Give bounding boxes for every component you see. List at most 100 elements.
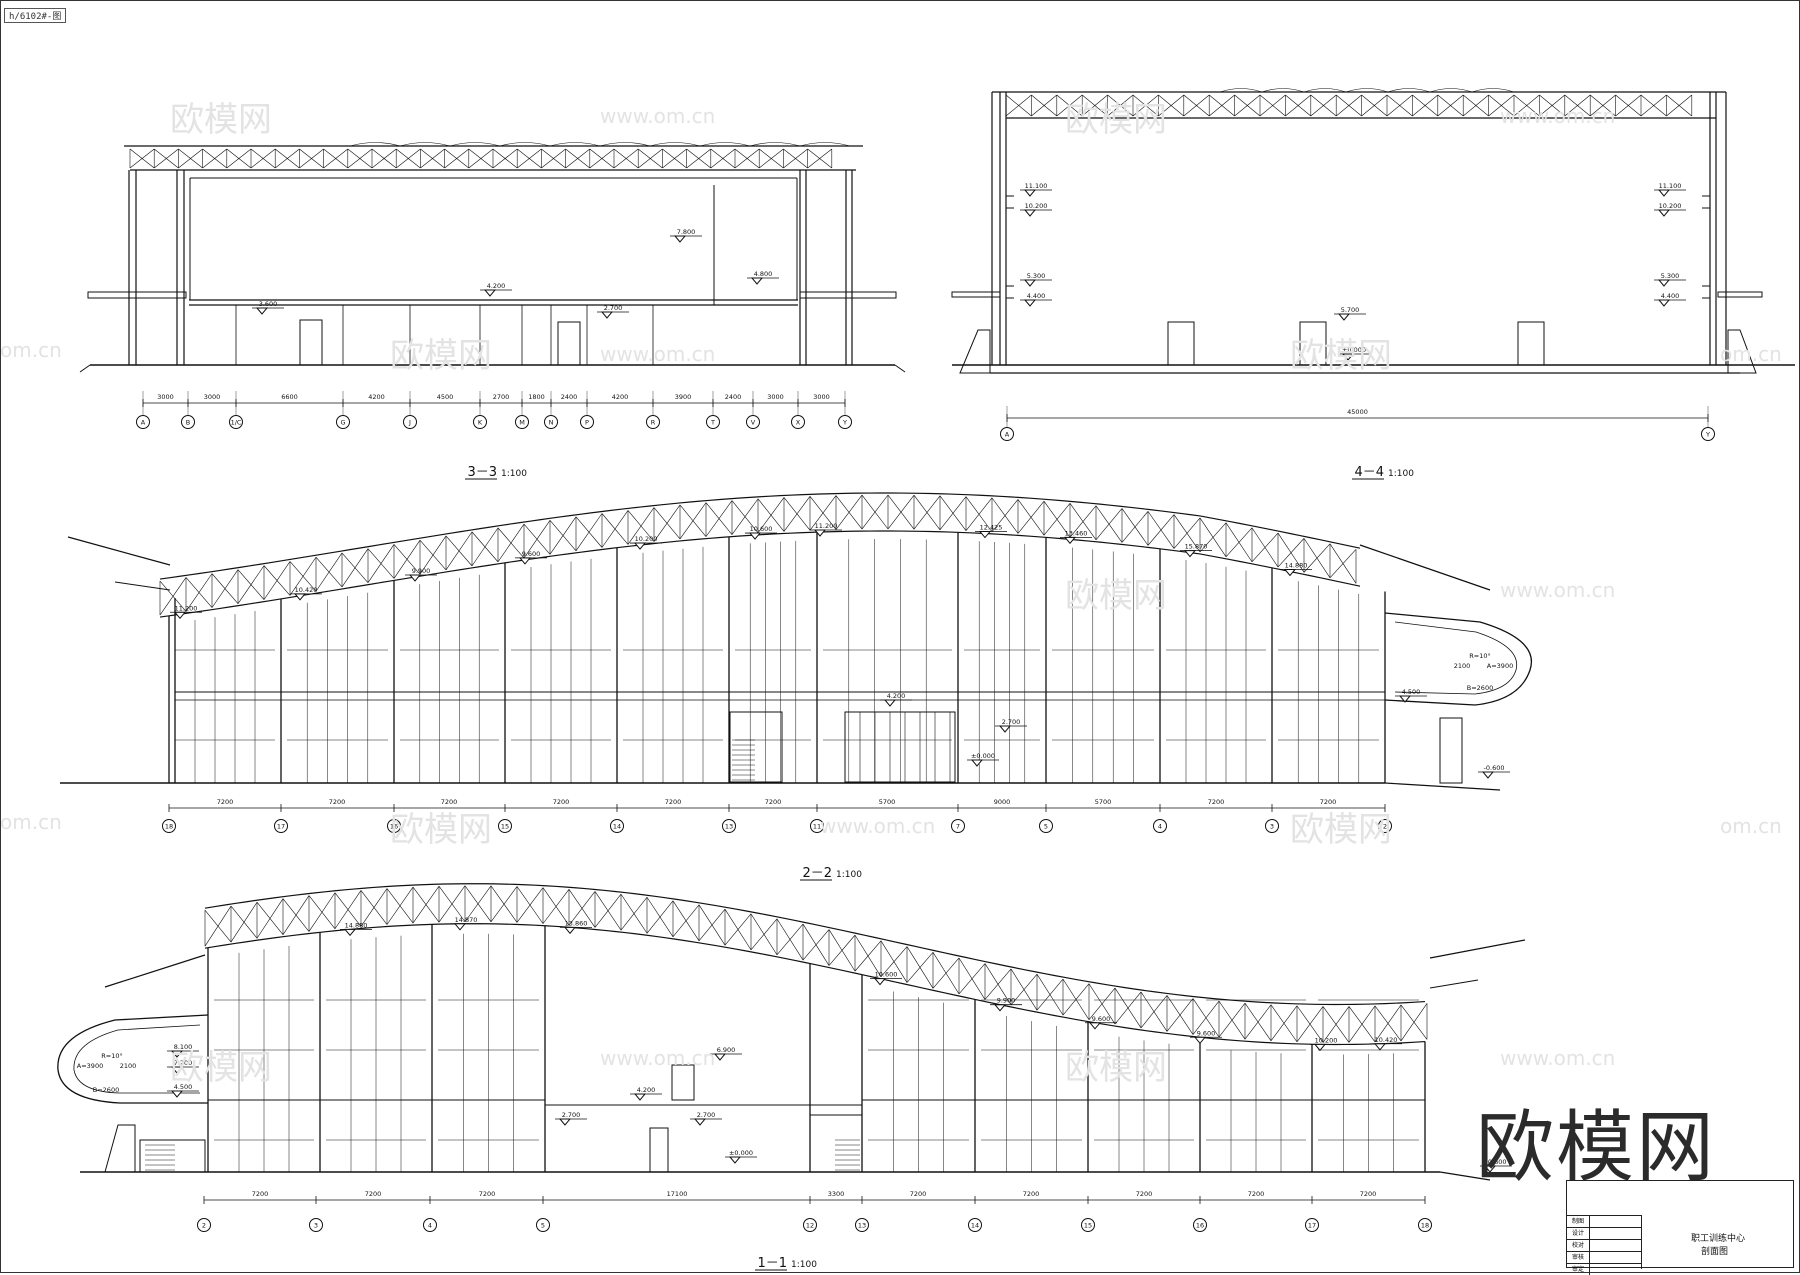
roof-skylight bbox=[699, 142, 751, 147]
elevation-label: 15.870 bbox=[1185, 543, 1208, 551]
axis-label: X bbox=[796, 419, 801, 427]
roof-skylight bbox=[1303, 88, 1347, 93]
axis-bubble bbox=[181, 415, 195, 429]
axis-bubble bbox=[706, 415, 720, 429]
axis-bubble bbox=[610, 819, 624, 833]
roof-truss bbox=[1539, 94, 1565, 117]
roof-truss bbox=[1088, 987, 1116, 1020]
roof-truss bbox=[549, 516, 577, 555]
roof-truss bbox=[1140, 995, 1168, 1029]
elevation-label: 10.200 bbox=[635, 535, 658, 543]
roof-truss bbox=[315, 552, 343, 592]
roof-truss bbox=[1056, 94, 1083, 117]
roof-truss bbox=[1361, 94, 1388, 117]
signature-rows: 制图 设计 校对 审核 审定 bbox=[1567, 1215, 1642, 1275]
roof-truss bbox=[1107, 94, 1134, 117]
roof-truss bbox=[334, 890, 362, 929]
axis-bubble bbox=[803, 1218, 817, 1232]
drawing-name: 剖面图 bbox=[1701, 1247, 1729, 1257]
axis-label: M bbox=[519, 419, 525, 427]
canopy bbox=[87, 291, 187, 299]
elevation-label: 14.880 bbox=[345, 921, 368, 929]
roof-truss bbox=[1234, 94, 1261, 117]
roof-truss bbox=[445, 531, 473, 571]
elevation-marker bbox=[1063, 536, 1077, 545]
axis-label: 18 bbox=[165, 823, 173, 831]
axis-bubble bbox=[336, 415, 350, 429]
roof-truss bbox=[835, 494, 863, 530]
roof-truss bbox=[464, 885, 492, 922]
elevation-marker bbox=[713, 1053, 727, 1061]
elevation-label: 4.800 bbox=[754, 270, 773, 278]
roof-truss bbox=[1062, 983, 1090, 1016]
elevation-marker bbox=[170, 1050, 184, 1058]
roof-truss bbox=[129, 148, 155, 169]
elevation-label: 7.200 bbox=[174, 1059, 193, 1067]
elevation-label: 2.700 bbox=[697, 1111, 716, 1119]
axis-bubble bbox=[1193, 1218, 1207, 1232]
roof-truss bbox=[1513, 94, 1540, 117]
elevation-marker bbox=[1023, 279, 1037, 287]
elevation-marker bbox=[1481, 771, 1495, 779]
cantilever-label: A=3900 bbox=[77, 1062, 103, 1070]
axis-label: Y bbox=[842, 419, 847, 427]
elevation-label: -0.600 bbox=[1486, 1158, 1507, 1166]
axis-bubble bbox=[1153, 819, 1167, 833]
axis-label: B bbox=[186, 419, 190, 427]
roof-truss bbox=[323, 148, 348, 169]
ground-line bbox=[1439, 1171, 1491, 1181]
roof-truss bbox=[341, 548, 369, 588]
cantilever-support bbox=[1439, 717, 1463, 784]
roof-truss bbox=[1270, 1005, 1298, 1041]
dimension-label: 7200 bbox=[217, 798, 234, 806]
axis-bubble bbox=[1000, 427, 1014, 441]
elevation-label: 4.200 bbox=[887, 692, 906, 700]
dimension-label: 5700 bbox=[1095, 798, 1112, 806]
elevation-marker bbox=[978, 531, 992, 539]
dimension-label: 7200 bbox=[553, 798, 570, 806]
dimension-label: 7200 bbox=[910, 1190, 927, 1198]
axis-bubble bbox=[229, 415, 243, 429]
roof-truss bbox=[1225, 527, 1253, 558]
elevation-label: 4.200 bbox=[487, 282, 506, 290]
roof-truss bbox=[662, 148, 687, 169]
dimension-label: 3300 bbox=[828, 1190, 845, 1198]
roof-truss bbox=[1244, 1004, 1272, 1040]
dimension-label: 2400 bbox=[725, 393, 742, 401]
axis-label: 7 bbox=[956, 823, 960, 831]
roof-truss bbox=[932, 957, 960, 989]
roof-truss bbox=[371, 148, 397, 169]
roof-skylight bbox=[1345, 88, 1389, 93]
axis-bubble bbox=[1039, 819, 1053, 833]
roof-truss bbox=[906, 952, 934, 983]
elevation-label: 10.420 bbox=[295, 586, 318, 594]
dimension-label: 7200 bbox=[1023, 1190, 1040, 1198]
roof-truss bbox=[1303, 543, 1331, 573]
cantilever-label: R=10° bbox=[1469, 652, 1490, 660]
axis-label: 5 bbox=[541, 1222, 545, 1230]
roof-truss bbox=[308, 892, 336, 932]
section-title: 2－2 bbox=[802, 866, 832, 881]
dimension-label: 7200 bbox=[441, 798, 458, 806]
roof-truss bbox=[965, 497, 993, 531]
roof-truss bbox=[1069, 505, 1097, 538]
roof-truss bbox=[468, 148, 494, 169]
axis-bubble bbox=[403, 415, 417, 429]
axis-bubble bbox=[274, 819, 288, 833]
elevation-label: ±0.000 bbox=[729, 1149, 753, 1157]
axis-bubble bbox=[580, 415, 594, 429]
elevation-marker bbox=[255, 307, 269, 315]
elevation-label: 14.870 bbox=[455, 916, 478, 924]
axis-label: 4 bbox=[1158, 823, 1162, 831]
roof-truss bbox=[542, 889, 570, 924]
elevation-marker bbox=[750, 277, 764, 285]
roof-truss bbox=[523, 520, 551, 559]
elevation-label: 4.400 bbox=[1027, 292, 1046, 300]
elevation-label: 2.700 bbox=[562, 1111, 581, 1119]
roof-truss bbox=[809, 495, 837, 531]
roof-truss bbox=[159, 577, 187, 616]
door bbox=[1517, 321, 1545, 366]
roof-truss bbox=[1036, 978, 1064, 1011]
axis-label: 18 bbox=[1421, 1222, 1429, 1230]
axis-label: R bbox=[651, 419, 656, 427]
